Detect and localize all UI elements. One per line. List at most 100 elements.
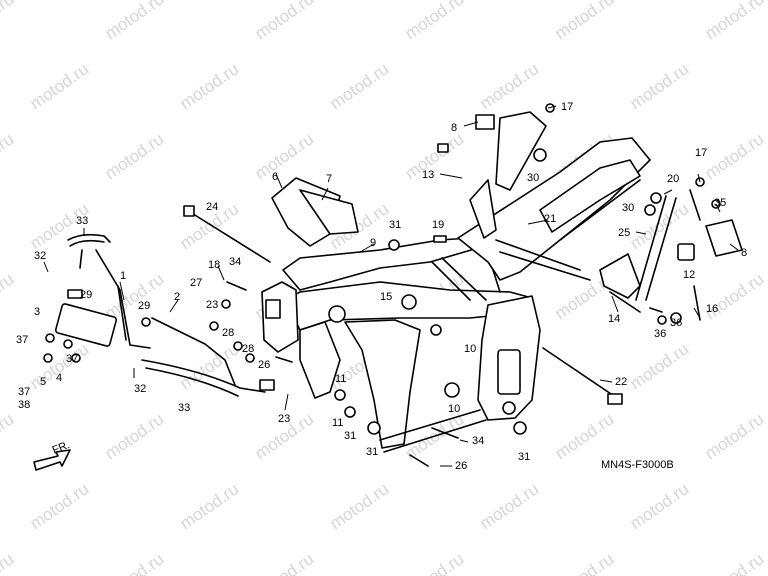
- callout-2: 2: [174, 291, 180, 303]
- callout-8a: 8: [451, 122, 457, 134]
- watermark-text: motod.ru: [0, 269, 17, 323]
- callout-33a: 33: [76, 215, 88, 227]
- watermark-text: motod.ru: [0, 0, 17, 43]
- callout-23a: 23: [206, 299, 218, 311]
- watermark-text: motod.ru: [701, 129, 767, 183]
- drawing-code: MN4S-F3000B: [601, 459, 674, 471]
- watermark-text: motod.ru: [401, 549, 467, 576]
- callout-16: 16: [706, 303, 718, 315]
- callout-37c: 37: [18, 386, 30, 398]
- watermark-text: motod.ru: [251, 0, 317, 43]
- main-frame: [261, 111, 651, 453]
- callout-18: 18: [208, 259, 220, 271]
- watermark-text: motod.ru: [701, 269, 767, 323]
- callout-28b: 28: [242, 343, 254, 355]
- left-hose-assembly: [43, 233, 275, 397]
- callout-30a: 30: [527, 172, 539, 184]
- callout-17b: 17: [695, 147, 707, 159]
- callout-3: 3: [34, 306, 40, 318]
- watermark-text: motod.ru: [626, 339, 692, 393]
- callout-24: 24: [206, 201, 218, 213]
- callout-4: 4: [56, 372, 62, 384]
- callout-35: 35: [714, 197, 726, 209]
- front-direction-arrow: FR.: [33, 439, 72, 471]
- callout-28a: 28: [222, 327, 234, 339]
- callout-32b: 32: [134, 383, 146, 395]
- callout-15: 15: [380, 291, 392, 303]
- callout-36b: 36: [670, 317, 682, 329]
- callout-17a: 17: [561, 101, 573, 113]
- callout-labels: 1 2 3 4 5 6 7 8 8 9 10 10 11 11 12 13 14…: [16, 101, 747, 472]
- callout-31c: 31: [366, 446, 378, 458]
- callout-1: 1: [120, 270, 126, 282]
- watermark-text: motod.ru: [0, 549, 17, 576]
- watermark-text: motod.ru: [0, 129, 17, 183]
- callout-20: 20: [667, 173, 679, 185]
- watermark-text: motod.ru: [101, 549, 167, 576]
- callout-27: 27: [190, 277, 202, 289]
- watermark-text: motod.ru: [326, 59, 392, 113]
- watermark-text: motod.ru: [476, 479, 542, 533]
- watermark-text: motod.ru: [26, 479, 92, 533]
- callout-29a: 29: [80, 289, 92, 301]
- callout-33b: 33: [178, 402, 190, 414]
- bolts-and-rods: [141, 103, 743, 467]
- callout-23b: 23: [278, 413, 290, 425]
- callout-8b: 8: [741, 247, 747, 259]
- callout-14: 14: [608, 313, 620, 325]
- watermark-text: motod.ru: [101, 0, 167, 43]
- leader-lines: [43, 105, 739, 467]
- watermark-text: motod.ru: [701, 409, 767, 463]
- callout-12: 12: [683, 269, 695, 281]
- callout-31b: 31: [344, 430, 356, 442]
- callout-34b: 34: [472, 435, 484, 447]
- callout-7: 7: [326, 173, 332, 185]
- watermark-text: motod.ru: [176, 479, 242, 533]
- callout-13: 13: [422, 169, 434, 181]
- callout-21: 21: [544, 213, 556, 225]
- watermark-text: motod.ru: [551, 409, 617, 463]
- callout-11a: 11: [335, 373, 346, 385]
- watermark-text: motod.ru: [551, 0, 617, 43]
- callout-26b: 26: [455, 460, 467, 472]
- callout-10b: 10: [448, 403, 460, 415]
- watermark-text: motod.ru: [251, 549, 317, 576]
- callout-36a: 36: [654, 328, 666, 340]
- callout-34a: 34: [229, 256, 241, 268]
- callout-31a: 31: [389, 219, 401, 231]
- callout-38: 38: [18, 399, 30, 411]
- callout-10a: 10: [464, 343, 476, 355]
- watermark-text: motod.ru: [101, 269, 167, 323]
- watermark-text: motod.ru: [401, 0, 467, 43]
- callout-29b: 29: [138, 300, 150, 312]
- callout-37b: 37: [66, 353, 78, 365]
- callout-25: 25: [618, 227, 630, 239]
- watermark-text: motod.ru: [476, 59, 542, 113]
- watermark-text: motod.ru: [551, 549, 617, 576]
- watermark-text: motod.ru: [401, 129, 467, 183]
- watermark-text: motod.ru: [701, 0, 767, 43]
- watermark-text: motod.ru: [101, 409, 167, 463]
- watermark-text: motod.ru: [0, 409, 17, 463]
- callout-9: 9: [370, 237, 376, 249]
- callout-37a: 37: [16, 334, 28, 346]
- watermark-text: motod.ru: [101, 129, 167, 183]
- callout-32a: 32: [34, 250, 46, 262]
- watermark-text: motod.ru: [626, 479, 692, 533]
- callout-5: 5: [40, 376, 46, 388]
- callout-31d: 31: [518, 451, 530, 463]
- callout-19: 19: [432, 219, 444, 231]
- watermark-text: motod.ru: [626, 59, 692, 113]
- callout-6: 6: [272, 171, 278, 183]
- side-covers: [271, 177, 359, 247]
- callout-26a: 26: [258, 359, 270, 371]
- watermark-text: motod.ru: [176, 59, 242, 113]
- callout-11b: 11: [332, 417, 343, 429]
- callout-30b: 30: [622, 202, 634, 214]
- watermark-text: motod.ru: [251, 129, 317, 183]
- watermark-text: motod.ru: [326, 479, 392, 533]
- watermark-text: motod.ru: [26, 59, 92, 113]
- callout-22: 22: [615, 376, 627, 388]
